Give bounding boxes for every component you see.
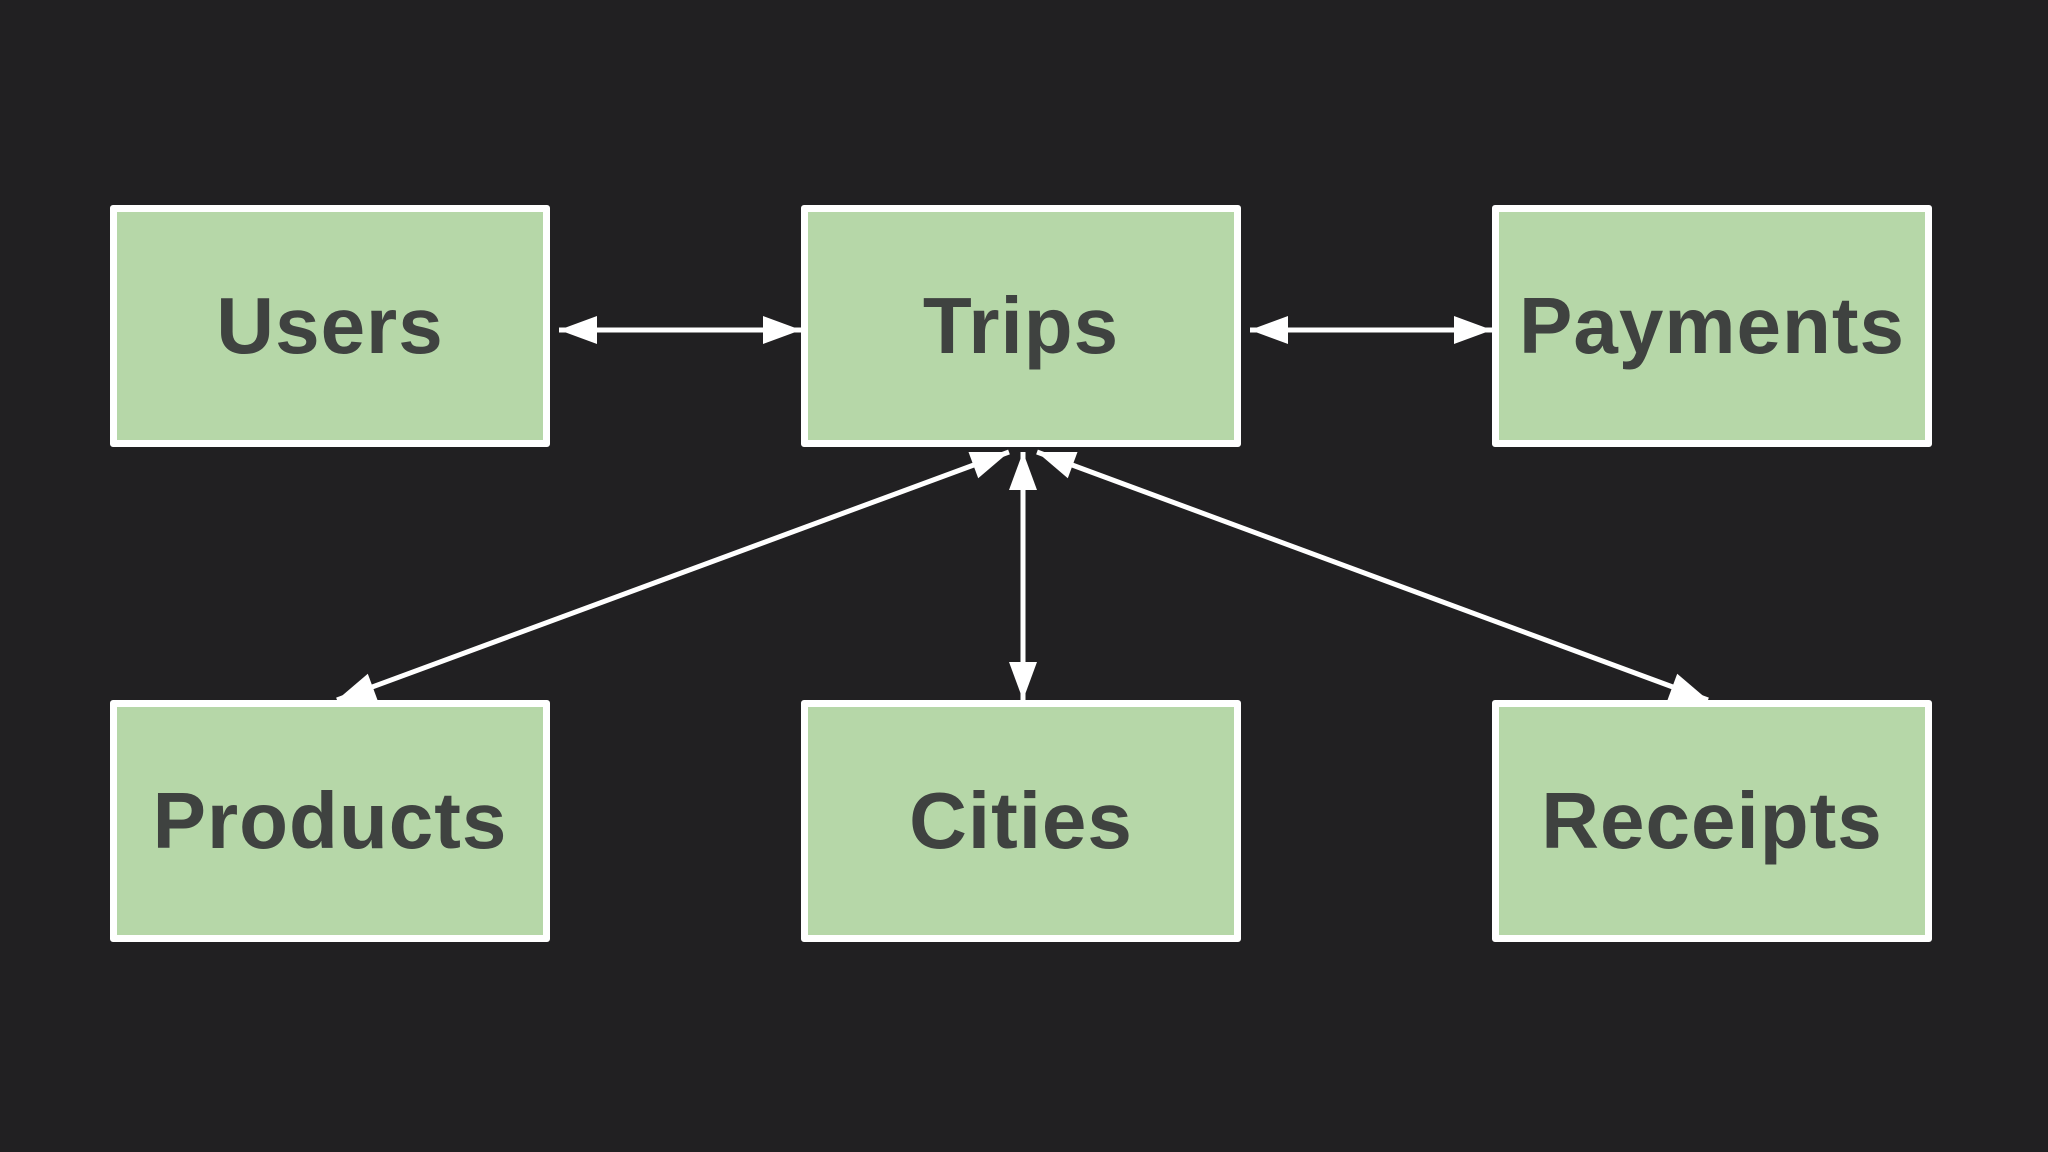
arrowhead-trips-icon — [1250, 316, 1288, 344]
node-payments-label: Payments — [1519, 281, 1905, 370]
arrowhead-trips-icon — [763, 316, 801, 344]
edge-trips-receipts — [1036, 449, 1709, 703]
arrowhead-products-icon — [337, 673, 378, 700]
arrowhead-users-icon — [559, 316, 597, 344]
node-cities[interactable]: Cities — [801, 700, 1241, 942]
arrowhead-trips-icon — [968, 452, 1009, 479]
node-products[interactable]: Products — [110, 700, 550, 942]
node-receipts[interactable]: Receipts — [1492, 700, 1932, 942]
node-products-label: Products — [152, 776, 508, 865]
arrowhead-trips-icon — [1037, 452, 1078, 479]
node-payments[interactable]: Payments — [1492, 205, 1932, 447]
arrowhead-payments-icon — [1454, 316, 1492, 344]
node-users-label: Users — [216, 281, 444, 370]
arrowhead-cities-icon — [1009, 662, 1037, 700]
node-cities-label: Cities — [909, 776, 1133, 865]
arrowhead-trips-icon — [1009, 452, 1037, 490]
node-users[interactable]: Users — [110, 205, 550, 447]
node-trips-label: Trips — [922, 281, 1120, 370]
node-trips[interactable]: Trips — [801, 205, 1241, 447]
edge-trips-products — [336, 449, 1010, 703]
node-receipts-label: Receipts — [1541, 776, 1883, 865]
arrowhead-receipts-icon — [1667, 673, 1708, 700]
